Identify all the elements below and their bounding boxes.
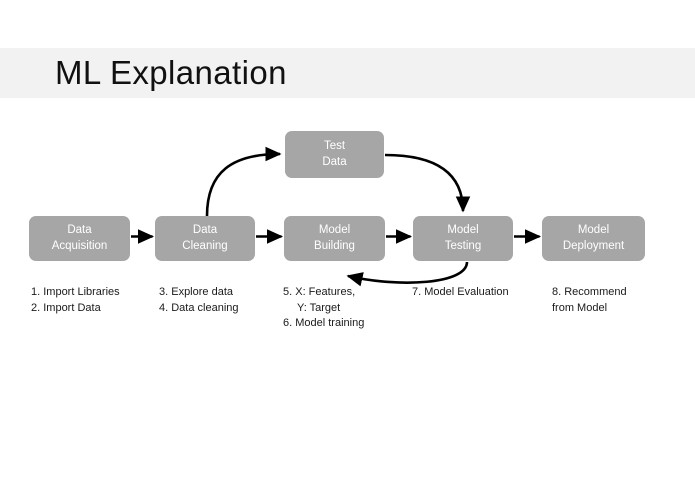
caption-group-acquisition: 1. Import Libraries 2. Import Data xyxy=(31,285,120,316)
arrow-test-data-to-testing xyxy=(384,153,471,213)
arrow-testing-to-building-loop xyxy=(346,261,469,287)
page-title: ML Explanation xyxy=(55,54,287,91)
caption-line: 8. Recommend xyxy=(552,286,627,298)
node-test-data[interactable]: Test Data xyxy=(285,131,384,178)
caption-group-building: 5. X: Features, Y: Target 6. Model train… xyxy=(283,285,364,332)
node-label-line2: Cleaning xyxy=(182,239,228,252)
title-banner xyxy=(0,48,695,98)
caption-line: 5. X: Features, xyxy=(283,286,356,298)
node-label-line1: Model xyxy=(577,224,610,236)
node-label-line2: Data xyxy=(322,155,347,168)
caption-line: 2. Import Data xyxy=(31,301,101,314)
caption-line: from Model xyxy=(552,301,608,314)
node-model-testing[interactable]: Model Testing xyxy=(413,216,513,261)
caption-line: 3. Explore data xyxy=(159,286,233,298)
node-label-line2: Testing xyxy=(444,239,482,252)
caption-line: Y: Target xyxy=(297,301,341,314)
caption-line: 6. Model training xyxy=(283,317,365,329)
node-label-line1: Model xyxy=(318,224,351,236)
arrow-cleaning-to-test-data xyxy=(205,146,282,217)
node-label-line1: Data xyxy=(67,224,92,236)
node-model-building[interactable]: Model Building xyxy=(284,216,385,261)
caption-line: 1. Import Libraries xyxy=(31,286,120,298)
node-label-line2: Acquisition xyxy=(51,239,108,252)
node-model-deployment[interactable]: Model Deployment xyxy=(542,216,645,261)
node-label-line2: Building xyxy=(314,239,355,252)
caption-line: 7. Model Evaluation xyxy=(412,286,509,298)
node-data-cleaning[interactable]: Data Cleaning xyxy=(155,216,255,261)
node-label-line1: Model xyxy=(447,224,479,236)
node-label-line2: Deployment xyxy=(562,239,625,252)
node-label-line1: Test xyxy=(323,140,346,152)
caption-group-testing: 7. Model Evaluation xyxy=(412,285,509,301)
node-label-line1: Data xyxy=(192,224,218,236)
caption-group-deployment: 8. Recommend from Model xyxy=(552,285,627,316)
node-data-acquisition[interactable]: Data Acquisition xyxy=(29,216,130,261)
caption-group-cleaning: 3. Explore data 4. Data cleaning xyxy=(159,285,239,316)
caption-line: 4. Data cleaning xyxy=(159,301,239,314)
